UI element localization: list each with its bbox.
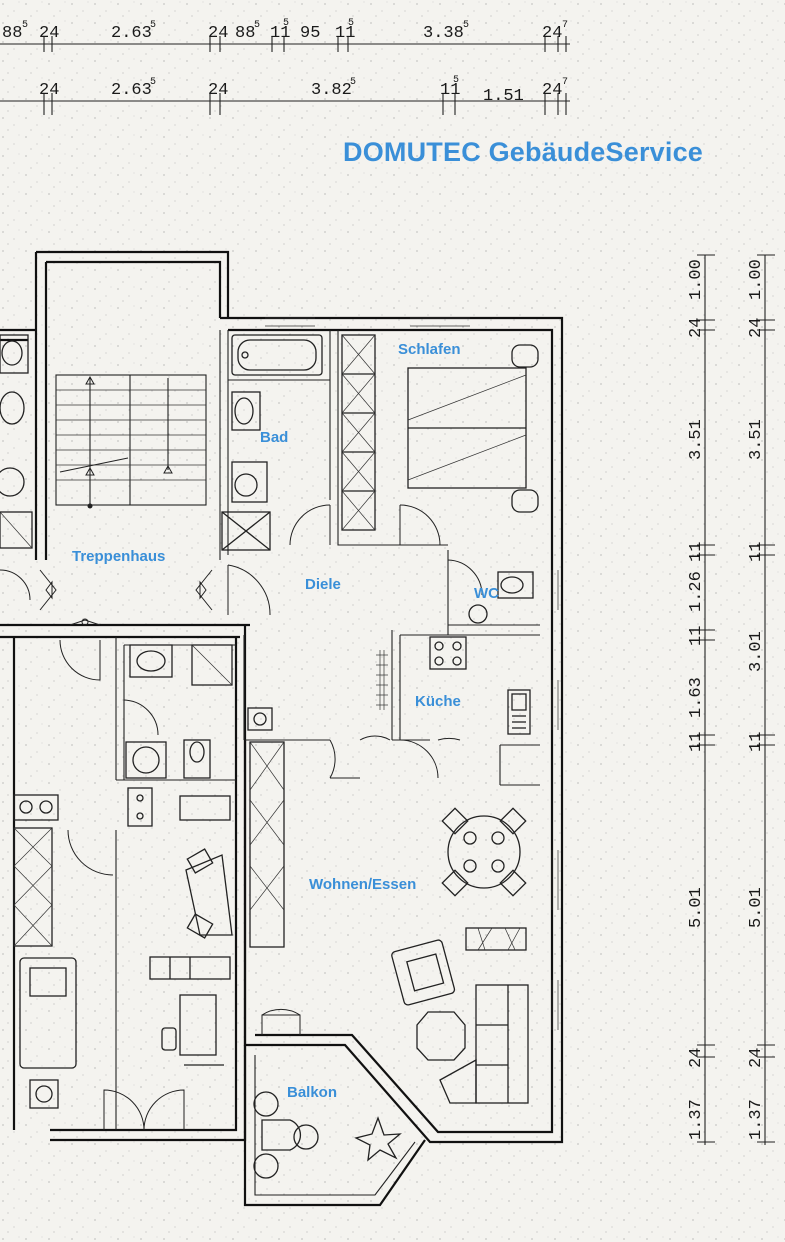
svg-text:1.37: 1.37 [747, 1099, 766, 1140]
svg-text:11: 11 [747, 732, 766, 752]
dim2-3-82-5: 3.82 [311, 81, 352, 100]
kitchen-sink-icon [507, 689, 531, 735]
svg-text:24: 24 [687, 1048, 706, 1068]
bed-icon [407, 344, 539, 513]
room-label-wc: WC [474, 585, 499, 602]
stove-icon [429, 636, 467, 670]
top-dimension-row-1: 88 5 24 2.63 5 24 88 5 11 5 95 11 5 3.38… [0, 18, 570, 52]
armchair-icon [391, 939, 456, 1006]
toilet-icon [231, 461, 268, 503]
svg-text:5: 5 [150, 20, 156, 31]
doors [59, 504, 483, 1131]
brand-title: DOMUTEC GebäudeService [343, 137, 704, 167]
living-cabinet-icon [249, 741, 285, 948]
svg-text:5: 5 [150, 77, 156, 88]
dim2-11-5: 11 [440, 81, 460, 100]
balcony [243, 1045, 426, 1207]
room-label-schlafen: Schlafen [398, 341, 461, 358]
side-dimension-left-column: 1.00 24 3.51 11 1.26 11 1.63 11 5.01 24 … [687, 254, 715, 1145]
svg-text:1.37: 1.37 [687, 1099, 706, 1140]
svg-text:24: 24 [747, 1048, 766, 1068]
room-label-bad: Bad [260, 429, 288, 446]
stairwell-doors [39, 564, 271, 626]
svg-text:5: 5 [22, 20, 28, 31]
sofa-icon [439, 984, 529, 1104]
dim2-24b: 24 [208, 81, 228, 100]
left-apartment-fixtures [0, 334, 273, 1109]
plant-icon [465, 927, 527, 951]
dim-3-38-5: 3.38 [423, 24, 464, 43]
dim-88-5: 88 [2, 24, 22, 43]
svg-text:5: 5 [283, 18, 289, 29]
svg-text:11: 11 [687, 732, 706, 752]
svg-text:11: 11 [687, 626, 706, 646]
balcony-chairs-icon [253, 1091, 319, 1179]
top-dimension-row-2: 24 2.63 5 24 3.82 5 11 5 1.51 24 7 [0, 75, 570, 115]
windows [265, 317, 559, 1030]
svg-text:1.00: 1.00 [687, 259, 706, 300]
dim-88-5b: 88 [235, 24, 255, 43]
dim-24b: 24 [208, 24, 228, 43]
svg-text:5.01: 5.01 [687, 887, 706, 928]
interior-walls [115, 330, 540, 1130]
room-label-kueche: Küche [415, 693, 461, 710]
dim-95: 95 [300, 24, 320, 43]
dim-11-5b: 11 [335, 24, 355, 43]
svg-text:5: 5 [350, 77, 356, 88]
svg-text:5: 5 [254, 20, 260, 31]
svg-text:24: 24 [747, 318, 766, 338]
svg-text:11: 11 [687, 542, 706, 562]
staircase [55, 374, 207, 509]
svg-text:7: 7 [562, 20, 568, 31]
room-label-diele: Diele [305, 576, 341, 593]
svg-text:7: 7 [562, 77, 568, 88]
wardrobe-icon [341, 334, 376, 531]
dim-24-7: 24 [542, 24, 562, 43]
svg-text:5: 5 [348, 18, 354, 29]
svg-text:1.00: 1.00 [747, 259, 766, 300]
balcony-plant-icon [354, 1116, 402, 1162]
room-label-treppenhaus: Treppenhaus [72, 548, 165, 565]
svg-text:5: 5 [463, 20, 469, 31]
bathtub-icon [231, 334, 323, 376]
dim2-24: 24 [39, 81, 59, 100]
dining-table-icon [441, 807, 527, 897]
side-dimension-right-column: 1.00 24 3.51 11 3.01 11 5.01 24 1.37 [747, 254, 775, 1145]
dim-11-5: 11 [270, 24, 290, 43]
room-labels: Schlafen Bad Treppenhaus Diele WC Küche … [72, 341, 499, 1101]
svg-text:5: 5 [453, 75, 459, 86]
dim-2-63-5: 2.63 [111, 24, 152, 43]
svg-text:5.01: 5.01 [747, 887, 766, 928]
svg-text:11: 11 [747, 542, 766, 562]
svg-text:24: 24 [687, 318, 706, 338]
svg-text:1.26: 1.26 [687, 571, 706, 612]
sink-icon [231, 391, 261, 431]
dim-24: 24 [39, 24, 59, 43]
room-label-balkon: Balkon [287, 1084, 337, 1101]
wc-toilet-icon [468, 571, 534, 624]
room-label-wohnen-essen: Wohnen/Essen [309, 876, 416, 893]
svg-text:3.51: 3.51 [747, 419, 766, 460]
svg-text:3.01: 3.01 [747, 631, 766, 672]
coffee-table-icon [416, 1011, 466, 1061]
dim2-24-7: 24 [542, 81, 562, 100]
shower-icon [221, 511, 271, 551]
svg-text:3.51: 3.51 [687, 419, 706, 460]
svg-text:1.63: 1.63 [687, 677, 706, 718]
dim2-1-51: 1.51 [483, 87, 524, 106]
radiator-icon [376, 650, 388, 710]
dim2-2-63-5: 2.63 [111, 81, 152, 100]
